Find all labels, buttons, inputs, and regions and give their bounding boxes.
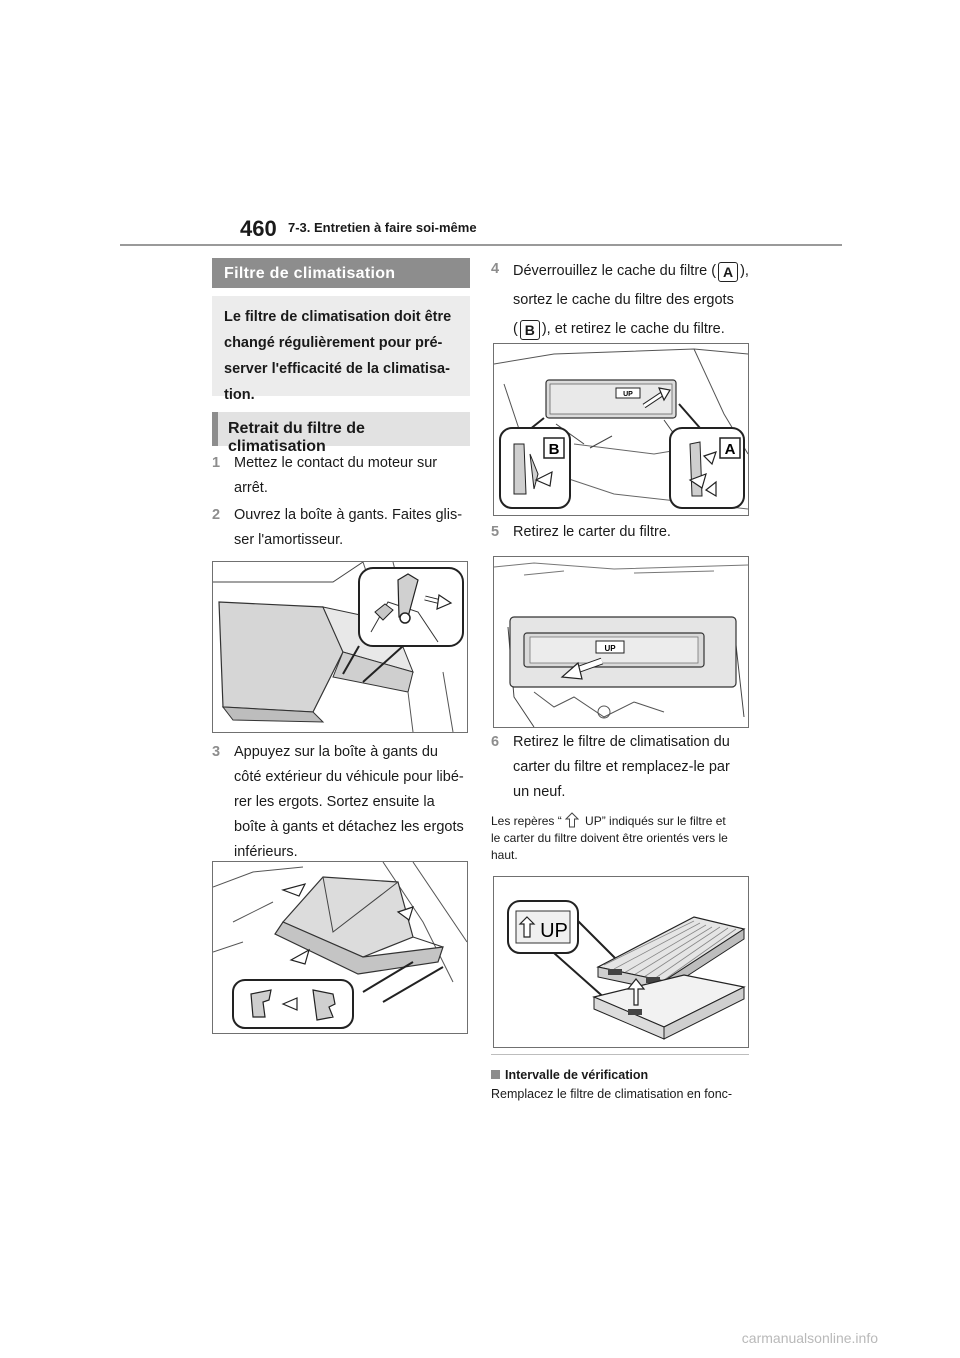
step-line: sortez le cache du filtre des ergots — [513, 292, 734, 308]
step-6: 6 Retirez le filtre de climatisation du … — [491, 730, 761, 808]
case-up-mark: UP — [604, 644, 616, 653]
step-line: Déverrouillez le cache du filtre ( — [513, 263, 717, 279]
step-line: Appuyez sur la boîte à gants du — [234, 744, 438, 760]
section-title: 7-3. Entretien à faire soi-même — [288, 220, 477, 235]
step-number: 1 — [212, 455, 221, 471]
orientation-note: Les repères “ UP” indiqués sur le filtre… — [491, 812, 753, 864]
figure-filter-cover: UP B A — [493, 343, 749, 516]
step-line: ), — [740, 263, 749, 279]
label-b: B — [549, 441, 560, 458]
continuation-text: Remplacez le filtre de climatisation en … — [491, 1087, 733, 1101]
step-4: 4 Déverrouillez le cache du filtre (A ), … — [491, 257, 761, 340]
step-line: Ouvrez la boîte à gants. Faites glis- — [234, 507, 463, 523]
step-5: 5 Retirez le carter du filtre. — [491, 520, 751, 546]
figure-glovebox-removal — [212, 861, 468, 1034]
step-2: 2 Ouvrez la boîte à gants. Faites glis- … — [212, 503, 470, 553]
glovebox-removal-illustration — [213, 862, 467, 1029]
step-number: 5 — [491, 524, 500, 540]
intro-line: Le filtre de climatisation doit être — [224, 309, 452, 325]
cover-up-mark: UP — [623, 391, 633, 398]
step-1: 1 Mettez le contact du moteur sur arrêt. — [212, 451, 470, 501]
intro-line: tion. — [224, 387, 255, 403]
step-line: Retirez le filtre de climatisation du — [513, 734, 730, 750]
step-line: ( — [513, 321, 518, 337]
section-heading-filter: Filtre de climatisation — [212, 258, 470, 288]
step-line: boîte à gants et détachez les ergots — [234, 819, 464, 835]
step-line: rer les ergots. Sortez ensuite la — [234, 794, 435, 810]
header-divider — [120, 244, 842, 246]
step-number: 4 — [491, 261, 500, 277]
up-marks-illustration: UP — [507, 900, 746, 1040]
label-b-callout: B — [519, 320, 540, 340]
note-text: UP” indiqués sur le filtre et — [581, 814, 726, 828]
label-a: A — [725, 441, 736, 458]
section-heading-removal: Retrait du filtre de climatisation — [212, 412, 470, 455]
up-mark-large: UP — [540, 920, 568, 942]
step-line: Mettez le contact du moteur sur — [234, 455, 438, 471]
glovebox-damper-illustration — [213, 562, 464, 732]
label-a-callout: A — [718, 262, 739, 282]
square-bullet-icon — [491, 1070, 500, 1079]
page-number: 460 — [240, 216, 277, 241]
section-heading-filter-text: Filtre de climatisation — [224, 265, 396, 282]
step-line: un neuf. — [513, 784, 566, 800]
step-line: côté extérieur du véhicule pour libé- — [234, 769, 464, 785]
step-line: ), et retirez le cache du filtre. — [541, 321, 725, 337]
section-heading-removal-text: Retrait du filtre de climatisation — [228, 420, 365, 455]
intro-line: changé régulièrement pour pré- — [224, 335, 443, 351]
step-line: Retirez le carter du filtre. — [513, 524, 671, 540]
filter-cover-illustration: UP B A — [494, 348, 748, 510]
intro-line: server l'efficacité de la climatisa- — [224, 361, 450, 377]
note-text: le carter du filtre doivent être orienté… — [491, 831, 728, 845]
figure-filter-case: UP — [493, 556, 749, 728]
figure-glovebox-damper — [212, 561, 468, 733]
step-number: 2 — [212, 507, 221, 523]
step-3: 3 Appuyez sur la boîte à gants du côté e… — [212, 740, 472, 860]
note-text: Les repères “ — [491, 814, 562, 828]
step-line: carter du filtre et remplacez-le par — [513, 759, 730, 775]
watermark: carmanualsonline.info — [741, 1330, 878, 1346]
step-line: arrêt. — [234, 480, 268, 496]
step-line: ser l'amortisseur. — [234, 532, 344, 548]
step-line: inférieurs. — [234, 844, 298, 860]
subheading-check-interval: Intervalle de vérification — [491, 1068, 648, 1082]
step-number: 3 — [212, 744, 221, 760]
note-text: haut. — [491, 848, 518, 862]
subheading-text: Intervalle de vérification — [505, 1068, 649, 1082]
step-number: 6 — [491, 734, 500, 750]
filter-case-illustration: UP — [494, 562, 748, 727]
up-arrow-icon — [564, 812, 579, 828]
figure-up-marks: UP — [493, 876, 749, 1048]
intro-box: Le filtre de climatisation doit être cha… — [212, 296, 470, 403]
section-divider — [491, 1054, 749, 1055]
